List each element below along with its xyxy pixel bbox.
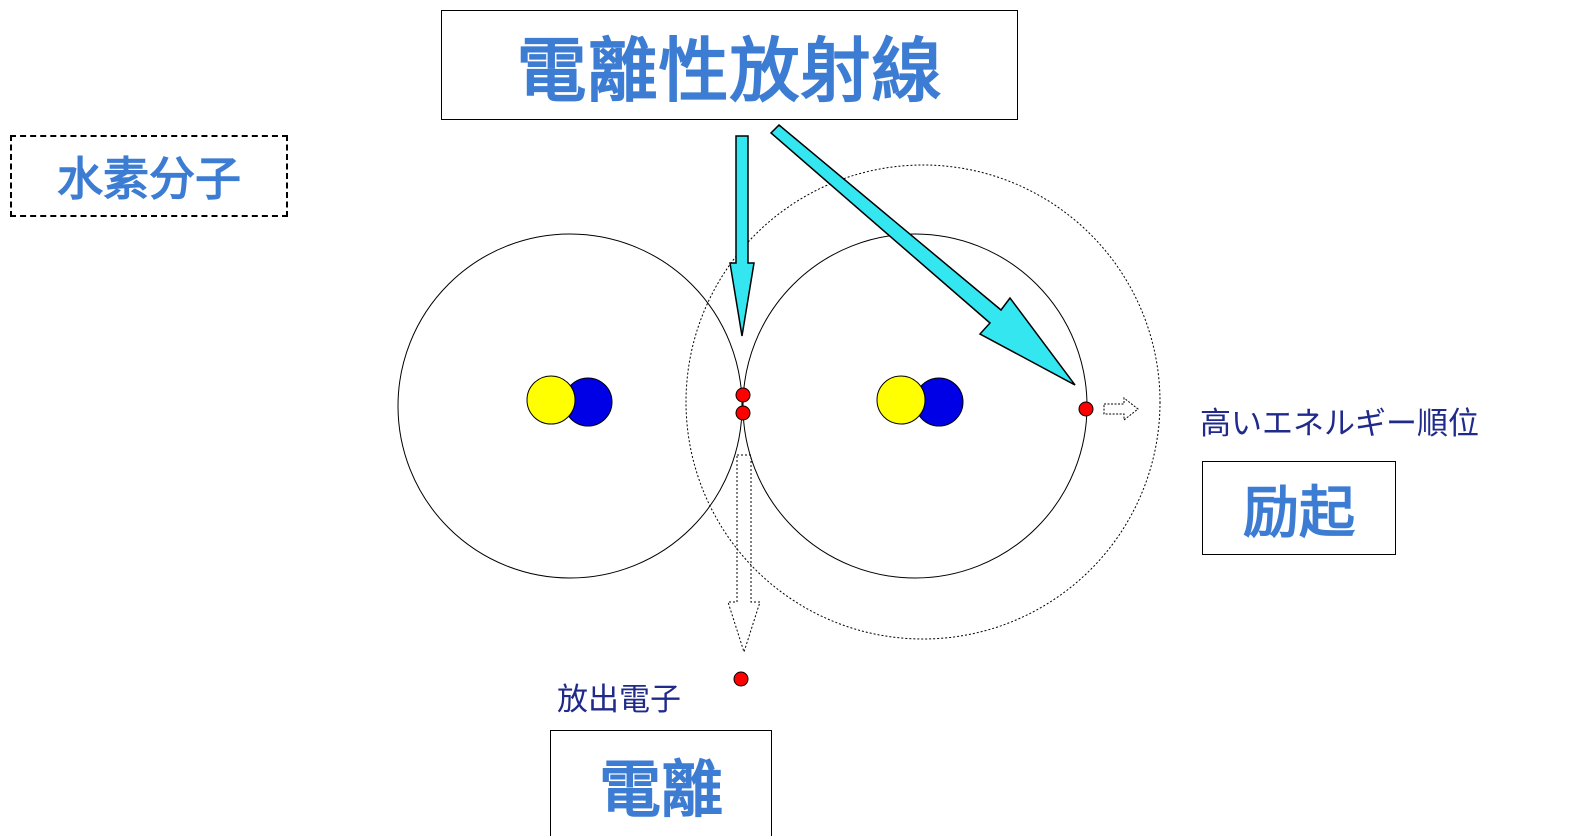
ionization-box: 電離 bbox=[550, 730, 772, 836]
excitation-arrow-icon bbox=[1103, 396, 1139, 422]
high-energy-level-label: 高いエネルギー順位 bbox=[1200, 406, 1479, 442]
emitted-electron-label: 放出電子 bbox=[557, 682, 681, 718]
excited-orbit bbox=[685, 164, 1161, 640]
excitation-label: 励起 bbox=[1243, 480, 1355, 546]
radiation-arrow-diagonal bbox=[769, 123, 1076, 386]
bonding-electron-lower bbox=[735, 405, 751, 421]
ionization-label: 電離 bbox=[598, 752, 723, 826]
right-nucleus-yellow bbox=[876, 375, 926, 425]
title-text: 電離性放射線 bbox=[516, 29, 943, 112]
left-nucleus-yellow bbox=[526, 375, 576, 425]
molecule-label-box: 水素分子 bbox=[10, 135, 288, 217]
excitation-box: 励起 bbox=[1202, 461, 1396, 555]
title-box: 電離性放射線 bbox=[441, 10, 1018, 120]
molecule-label: 水素分子 bbox=[57, 152, 241, 206]
emission-path-arrow bbox=[727, 454, 761, 654]
emitted-electron bbox=[733, 671, 749, 687]
excited-electron bbox=[1078, 401, 1094, 417]
radiation-arrow-vertical bbox=[729, 135, 755, 337]
bonding-electron-upper bbox=[735, 387, 751, 403]
